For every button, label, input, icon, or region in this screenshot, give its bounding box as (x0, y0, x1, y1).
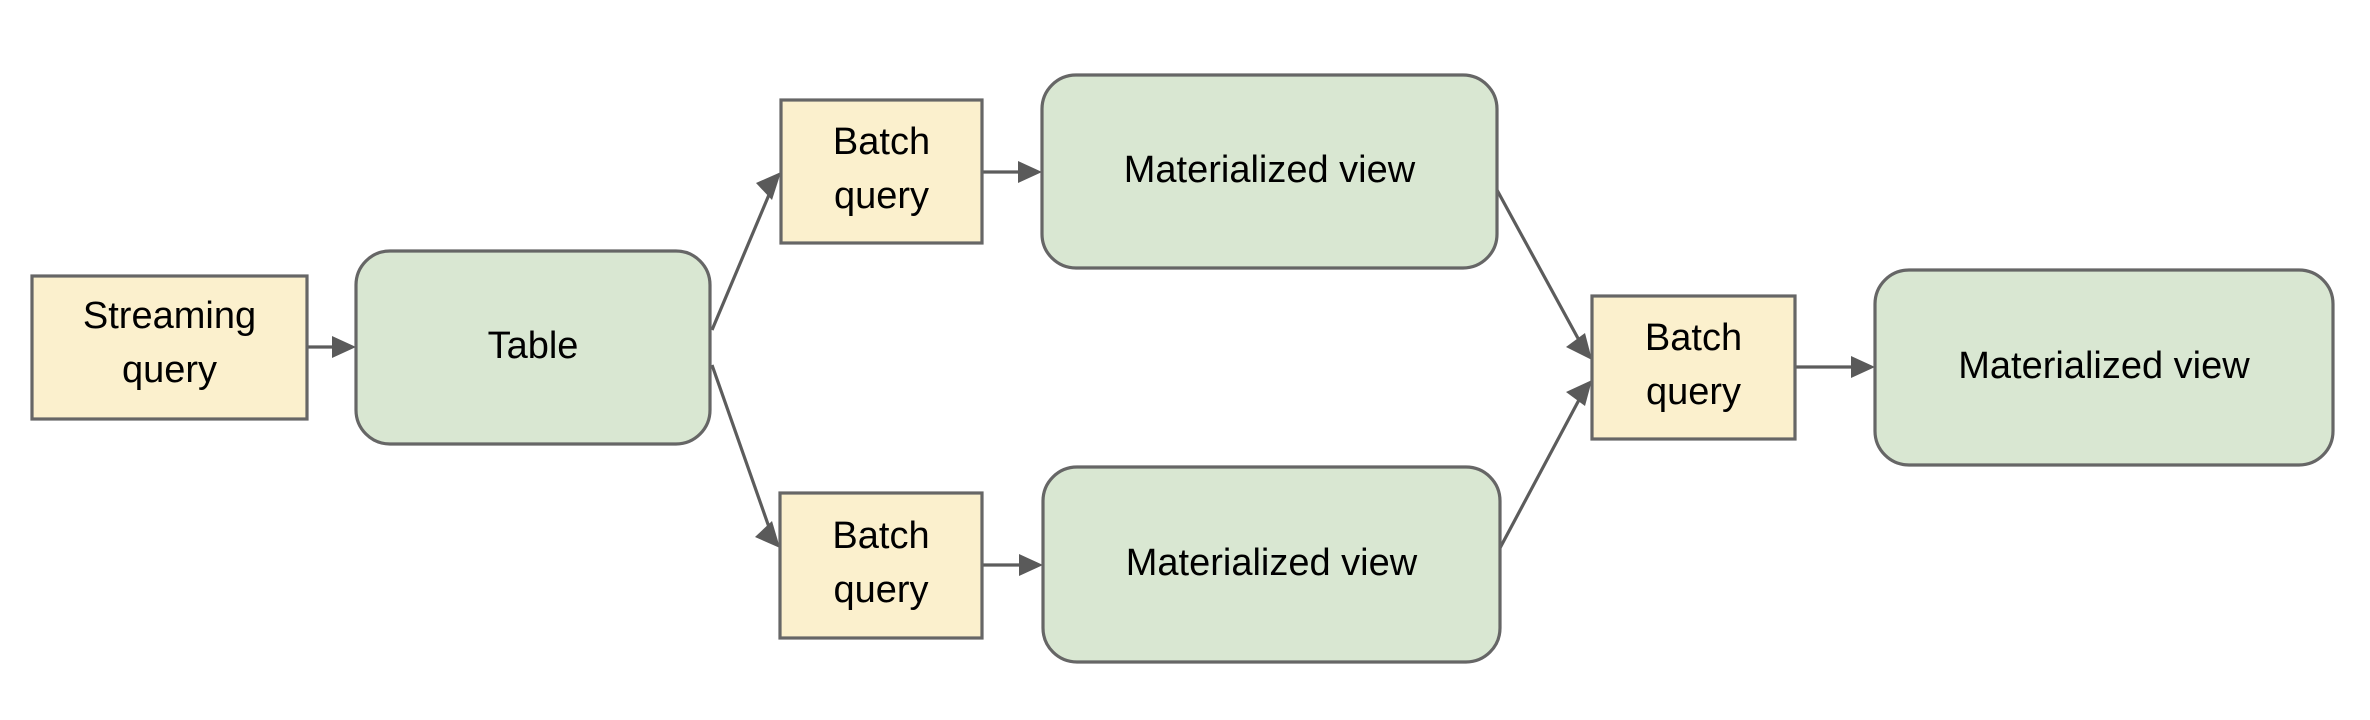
edge-batch-query-bottom-to-materialized-view-bottom (982, 554, 1043, 576)
node-materialized-view-top-label: Materialized view (1124, 149, 1416, 191)
node-streaming-query[interactable]: Streaming query (30, 274, 309, 421)
node-batch-query-center-label-line1: Batch (1645, 317, 1742, 359)
node-materialized-view-top[interactable]: Materialized view (1040, 73, 1499, 270)
node-layer: Streaming query Table Batch query Materi… (30, 73, 2335, 664)
edge-layer (307, 161, 1875, 576)
node-batch-query-bottom-label-line1: Batch (832, 515, 929, 557)
node-batch-query-top[interactable]: Batch query (779, 98, 984, 245)
edge-batch-query-top-to-materialized-view-top (982, 161, 1042, 183)
edge-table-to-batch-query-top (710, 172, 781, 331)
node-batch-query-bottom[interactable]: Batch query (778, 491, 984, 640)
node-batch-query-center-label-line2: query (1646, 371, 1741, 413)
node-materialized-view-bottom[interactable]: Materialized view (1041, 465, 1502, 664)
edge-streaming-query-to-table (307, 336, 356, 358)
edge-table-to-batch-query-bottom (710, 364, 780, 548)
node-table[interactable]: Table (354, 249, 712, 446)
node-batch-query-top-label-line1: Batch (833, 121, 930, 163)
node-table-label: Table (488, 325, 579, 367)
node-materialized-view-right-label: Materialized view (1958, 345, 2250, 387)
node-materialized-view-right[interactable]: Materialized view (1873, 268, 2335, 467)
edge-materialized-view-bottom-to-batch-query-center (1498, 380, 1592, 549)
edge-materialized-view-top-to-batch-query-center (1495, 189, 1592, 360)
node-batch-query-bottom-label-line2: query (833, 569, 928, 611)
node-streaming-query-label-line2: query (122, 349, 217, 391)
node-materialized-view-bottom-label: Materialized view (1126, 542, 1418, 584)
edge-batch-query-center-to-materialized-view-right (1795, 356, 1875, 378)
node-streaming-query-label-line1: Streaming (83, 295, 256, 337)
node-batch-query-top-label-line2: query (834, 175, 929, 217)
node-batch-query-center[interactable]: Batch query (1590, 294, 1797, 441)
